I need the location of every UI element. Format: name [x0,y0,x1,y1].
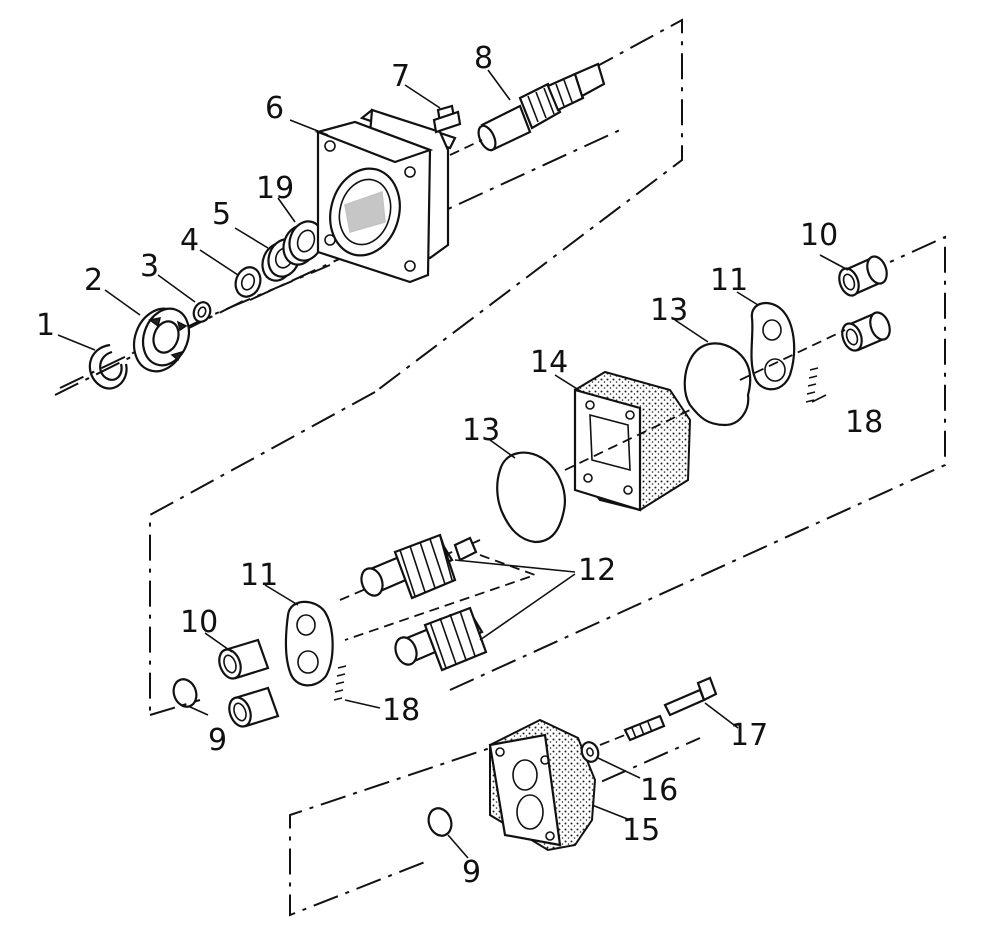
bearing-19-part [282,220,324,266]
label-9-bottom: 9 [462,855,481,890]
label-5: 5 [212,197,231,232]
label-9-left: 9 [208,723,227,758]
axis-middle [339,329,846,601]
oil-seal-part [132,307,191,373]
pump-body-part [573,370,692,512]
drive-shaft-part [449,62,606,156]
label-10-right: 10 [800,218,838,253]
section-frame-middle [149,235,946,716]
washer-16-part [580,741,600,763]
label-6: 6 [265,91,284,126]
label-1: 1 [36,308,55,343]
label-13-right: 13 [650,293,688,328]
label-11-right: 11 [710,263,748,298]
label-3: 3 [140,249,159,284]
label-19: 19 [256,171,294,206]
label-13-left: 13 [462,413,500,448]
bushing-plate-left [284,600,334,687]
gear-shaft-lower [394,606,488,672]
gasket-left [496,451,566,544]
label-14: 14 [530,345,568,380]
bushing-plate-right [750,301,796,391]
label-10-left: 10 [180,605,218,640]
label-2: 2 [84,263,103,298]
label-18-left: 18 [382,693,420,728]
label-4: 4 [180,223,199,258]
flange-housing-part [314,108,457,284]
label-7: 7 [391,59,410,94]
needle-bearing-right [838,255,891,352]
seal-strip-right [805,367,819,403]
label-17: 17 [730,718,768,753]
label-15: 15 [622,813,660,848]
label-12: 12 [578,553,616,588]
bolt-part [599,676,718,746]
gear-pair-leader [344,554,576,641]
seal-strip-left [333,665,347,701]
axis-top [59,264,331,389]
washer-part [192,301,212,323]
part-number-labels: 1 2 3 4 5 6 7 8 19 10 11 13 14 18 13 12 … [36,41,883,890]
needle-bearing-left [218,638,280,728]
spacer-ring-part [234,266,262,298]
plug-screw-part [432,104,462,134]
leader-lines [57,69,849,859]
label-8: 8 [474,41,493,76]
label-18-right: 18 [845,405,883,440]
label-16: 16 [640,773,678,808]
o-ring-bottom [427,807,453,837]
label-11-left: 11 [240,558,278,593]
gear-shaft-upper [360,533,478,600]
snap-ring-part [88,343,128,390]
end-cover-part [488,718,597,852]
gasket-right [683,342,752,427]
